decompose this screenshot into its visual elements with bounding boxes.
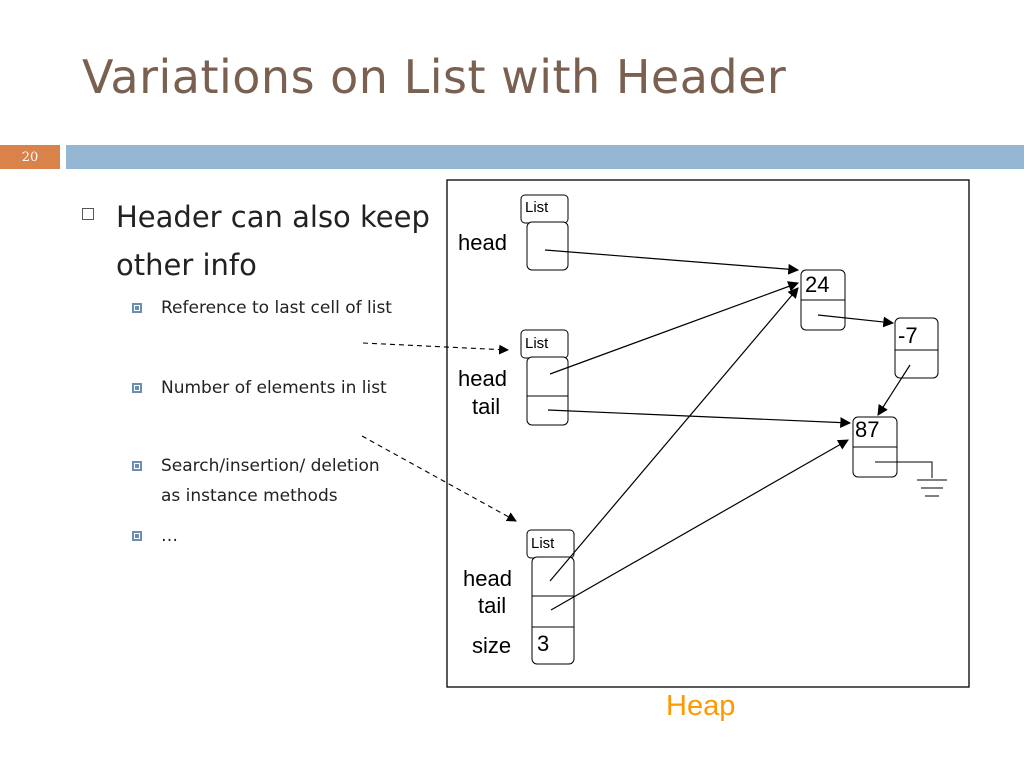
field-label-head: head <box>458 366 507 391</box>
node-cell <box>894 317 939 379</box>
slide-number: 20 <box>0 145 60 169</box>
square-bullet-icon <box>132 531 142 541</box>
pointer-arrow <box>550 439 849 611</box>
field-label-tail: tail <box>472 394 500 419</box>
pointer-arrow <box>549 287 799 582</box>
list-object-2: List head tail <box>458 329 569 426</box>
pointer-arrow <box>544 249 800 275</box>
heap-border <box>446 179 970 688</box>
sub-bullet-text: Search/insertion/ deletion <box>161 456 380 476</box>
node-value: 87 <box>855 417 879 442</box>
field-label-tail: tail <box>478 593 506 618</box>
checkbox-bullet-icon <box>82 208 94 220</box>
list-label: List <box>525 335 549 352</box>
sub-bullet-text: Reference to last cell of list <box>161 298 392 318</box>
square-bullet-icon <box>132 461 142 471</box>
null-ground-icon <box>875 461 947 497</box>
list-cell <box>526 356 569 426</box>
list-label: List <box>531 535 555 552</box>
main-bullet-text: Header can also keep other info <box>116 200 430 282</box>
header-bar <box>66 145 1024 169</box>
list-object-1: List head <box>458 194 569 271</box>
size-value: 3 <box>537 631 549 656</box>
field-label-head: head <box>458 230 507 255</box>
pointer-arrow <box>877 364 911 416</box>
field-label-size: size <box>472 633 511 658</box>
node-87: 87 <box>852 416 898 478</box>
list-cell <box>526 221 569 271</box>
list-object-3: List head tail size 3 <box>463 529 575 665</box>
sub-bullet-text: … <box>161 526 178 546</box>
dashed-callout-arrow <box>362 342 509 355</box>
slide-title: Variations on List with Header <box>82 50 787 104</box>
sub-bullet-text: as instance methods <box>161 486 338 506</box>
square-bullet-icon <box>132 383 142 393</box>
pointer-arrow <box>549 281 800 375</box>
list-cell <box>531 556 575 665</box>
node-value: 24 <box>805 272 829 297</box>
pointer-arrow <box>547 409 852 428</box>
pointer-arrow <box>817 314 895 328</box>
node-value: -7 <box>898 323 918 348</box>
dashed-callout-arrow <box>361 435 517 522</box>
node-minus-7: -7 <box>894 317 939 379</box>
list-label: List <box>525 199 549 216</box>
field-label-head: head <box>463 566 512 591</box>
heap-label: Heap <box>666 690 736 722</box>
node-24: 24 <box>800 269 846 331</box>
sub-bullet-text: Number of elements in list <box>161 378 387 398</box>
square-bullet-icon <box>132 303 142 313</box>
